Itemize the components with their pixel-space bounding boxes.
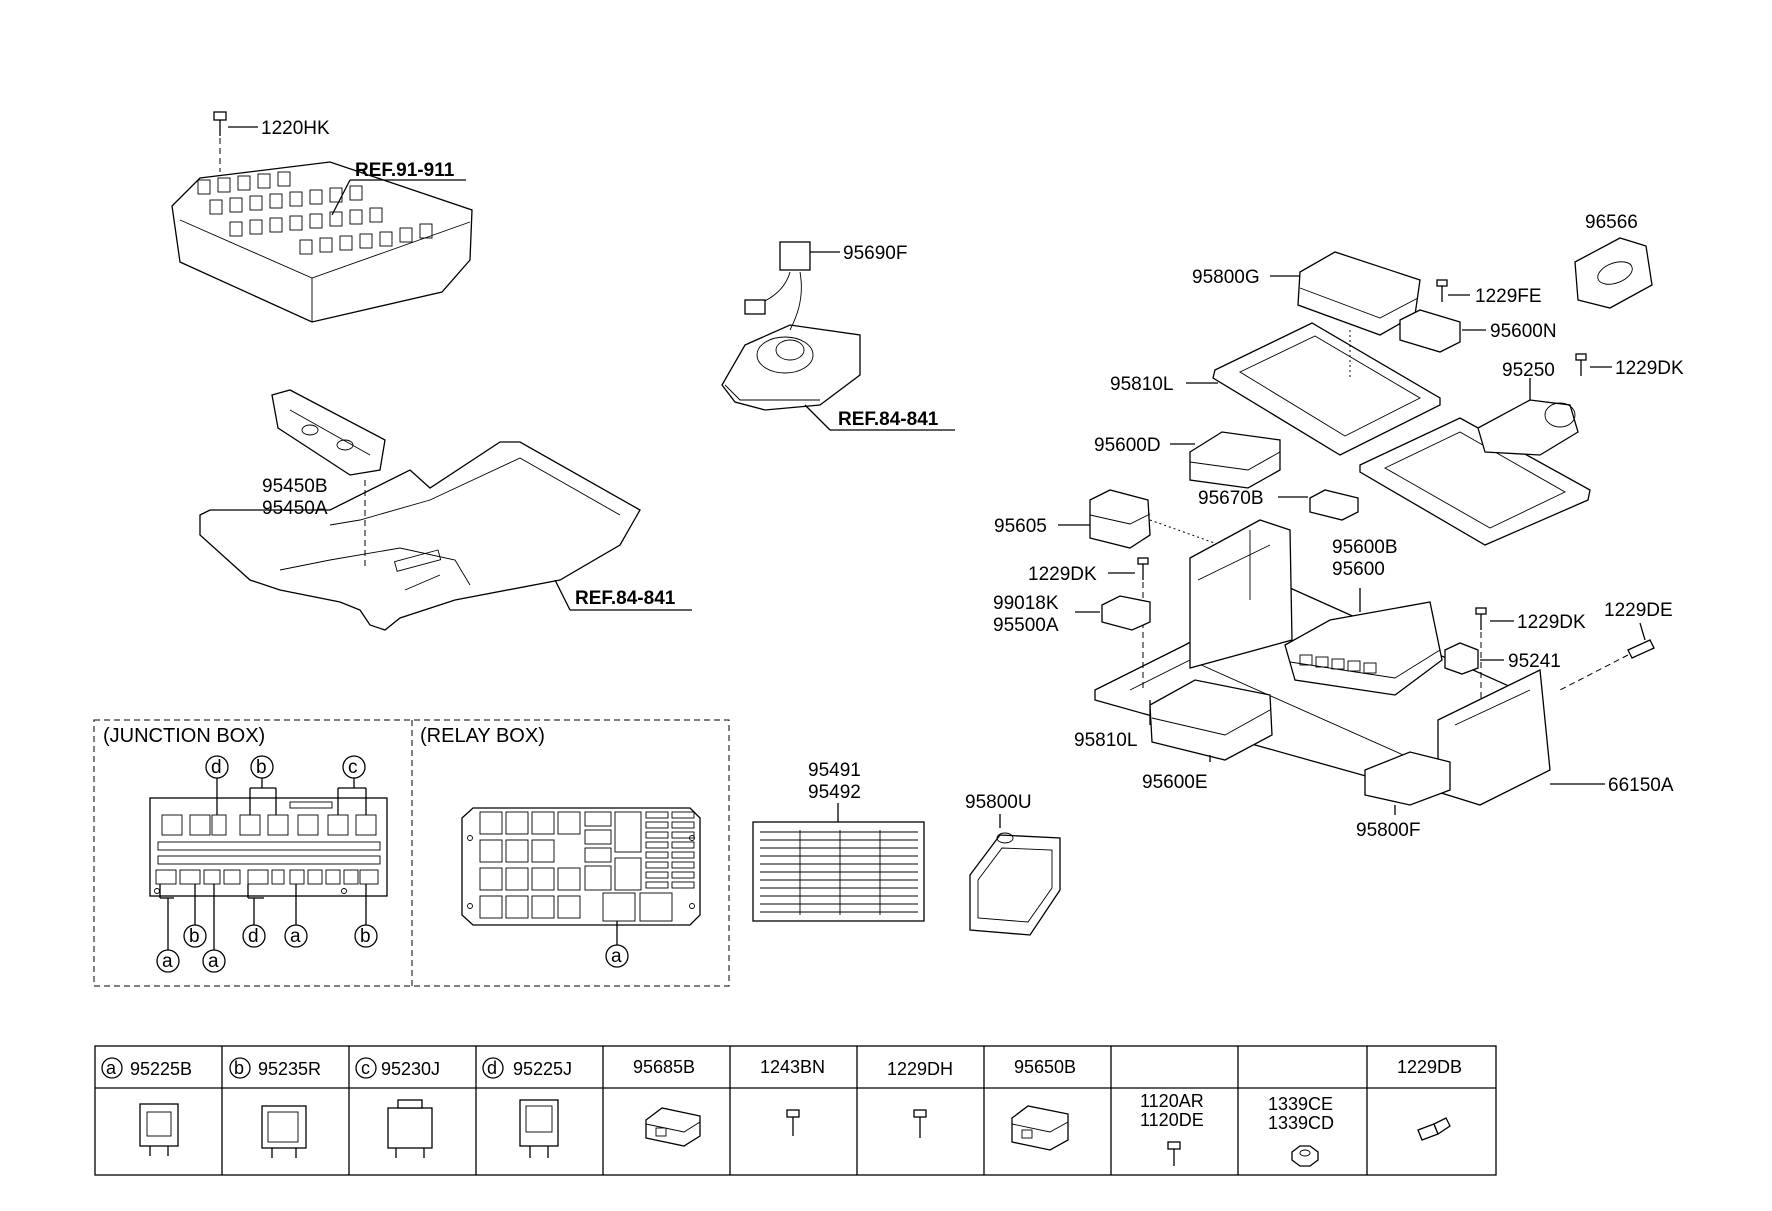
callout-95670b: 95670B (1198, 488, 1264, 509)
callout-95600e: 95600E (1142, 772, 1208, 793)
legend-marker-d: d (487, 1058, 497, 1078)
callout-96566: 96566 (1585, 212, 1638, 233)
callout-99018k: 99018K (993, 593, 1059, 614)
callout-1229dk-a: 1229DK (1615, 358, 1684, 379)
relay-icon (139, 1103, 179, 1156)
callout-95491: 95491 (808, 760, 861, 781)
callout-1229de: 1229DE (1604, 600, 1673, 621)
legend-marker-c: c (361, 1058, 370, 1078)
legend-part-1120ar: 1120AR (1140, 1091, 1204, 1111)
callout-1229dk-c: 1229DK (1517, 612, 1586, 633)
callout-95600d: 95600D (1094, 435, 1161, 456)
callout-95450a: 95450A (262, 498, 328, 519)
marker-b-1: b (189, 926, 200, 947)
legend-part-1120de: 1120DE (1140, 1110, 1204, 1130)
marker-a-2: a (208, 951, 219, 972)
shift-console: 95690F REF.84-841 (721, 241, 955, 431)
callout-95605: 95605 (994, 516, 1047, 537)
legend-marker-a: a (106, 1058, 117, 1078)
floor-carpet: 95450B 95450A REF.84-841 (199, 389, 692, 631)
callout-95600: 95600 (1332, 559, 1385, 580)
marker-b-top: b (256, 757, 267, 778)
marker-a-1: a (162, 951, 173, 972)
detail-panel: (JUNCTION BOX) (RELAY BOX) (93, 719, 730, 987)
relay-icon (387, 1099, 433, 1158)
marker-b-2: b (360, 926, 371, 947)
callout-95600b: 95600B (1332, 537, 1398, 558)
marker-c-top: c (348, 757, 358, 778)
module-icon (645, 1107, 701, 1147)
label-sheet: 95491 95492 (752, 760, 925, 922)
legend-part-1243bn: 1243BN (760, 1057, 825, 1077)
relay-icon (261, 1105, 307, 1158)
marker-d-1: d (248, 926, 259, 947)
callout-1229dk-b: 1229DK (1028, 564, 1097, 585)
bolt-icon (1417, 1117, 1451, 1141)
ref-91-911: REF.91-911 (355, 160, 455, 181)
legend-marker-b: b (234, 1058, 244, 1078)
callout-1229fe: 1229FE (1475, 286, 1542, 307)
module-icon (1011, 1105, 1069, 1151)
legend-part-95230j: 95230J (381, 1059, 440, 1079)
relay-box-face (461, 807, 701, 926)
section-relay-box: (RELAY BOX) (420, 725, 545, 747)
screw-icon (1167, 1141, 1181, 1166)
marker-a-relay: a (611, 946, 622, 967)
callout-1220hk: 1220HK (261, 118, 330, 139)
legend-part-1339ce: 1339CE (1268, 1094, 1333, 1114)
relay-icon (519, 1099, 559, 1158)
legend-part-1339cd: 1339CD (1268, 1113, 1334, 1133)
callout-95250: 95250 (1502, 360, 1555, 381)
section-junction-box: (JUNCTION BOX) (103, 725, 265, 747)
legend-part-95225b: 95225B (130, 1059, 192, 1079)
marker-d-top: d (211, 757, 222, 778)
screw-icon (786, 1109, 800, 1136)
legend-table: a 95225B b 95235R c 95230J d 95225J 9568… (94, 1045, 1497, 1176)
legend-part-1229dh: 1229DH (887, 1059, 953, 1079)
junction-box-assembly: 1220HK REF.91-911 (171, 111, 473, 323)
ref-84-841-a: REF.84-841 (575, 588, 676, 609)
screw-icon (913, 1109, 927, 1138)
callout-95500a: 95500A (993, 615, 1059, 636)
callout-95810l-bot: 95810L (1074, 730, 1137, 751)
legend-part-95235r: 95235R (258, 1059, 321, 1079)
callout-95800f: 95800F (1356, 820, 1420, 841)
marker-a-3: a (290, 926, 301, 947)
callout-95492: 95492 (808, 782, 861, 803)
legend-part-95685b: 95685B (633, 1057, 695, 1077)
legend-part-1229db: 1229DB (1397, 1057, 1462, 1077)
callout-95450b: 95450B (262, 476, 328, 497)
legend-part-95225j: 95225J (513, 1059, 572, 1079)
callout-95241: 95241 (1508, 651, 1561, 672)
module-95800u: 95800U (965, 792, 1061, 936)
callout-95800g: 95800G (1192, 267, 1260, 288)
junction-box-face (149, 797, 388, 897)
callout-66150a: 66150A (1608, 775, 1674, 796)
electronics-tray-assembly: 95800G 1229FE 96566 95600N 95810L 95250 … (993, 212, 1684, 841)
detail-markers: d b c a b a (156, 755, 629, 973)
callout-95810l-top: 95810L (1110, 374, 1173, 395)
ref-84-841-b: REF.84-841 (838, 409, 939, 430)
callout-95690f: 95690F (843, 243, 907, 264)
callout-95600n: 95600N (1490, 321, 1557, 342)
legend-part-95650b: 95650B (1014, 1057, 1076, 1077)
nut-icon (1291, 1145, 1319, 1167)
callout-95800u: 95800U (965, 792, 1032, 813)
screw-icon (213, 111, 227, 172)
